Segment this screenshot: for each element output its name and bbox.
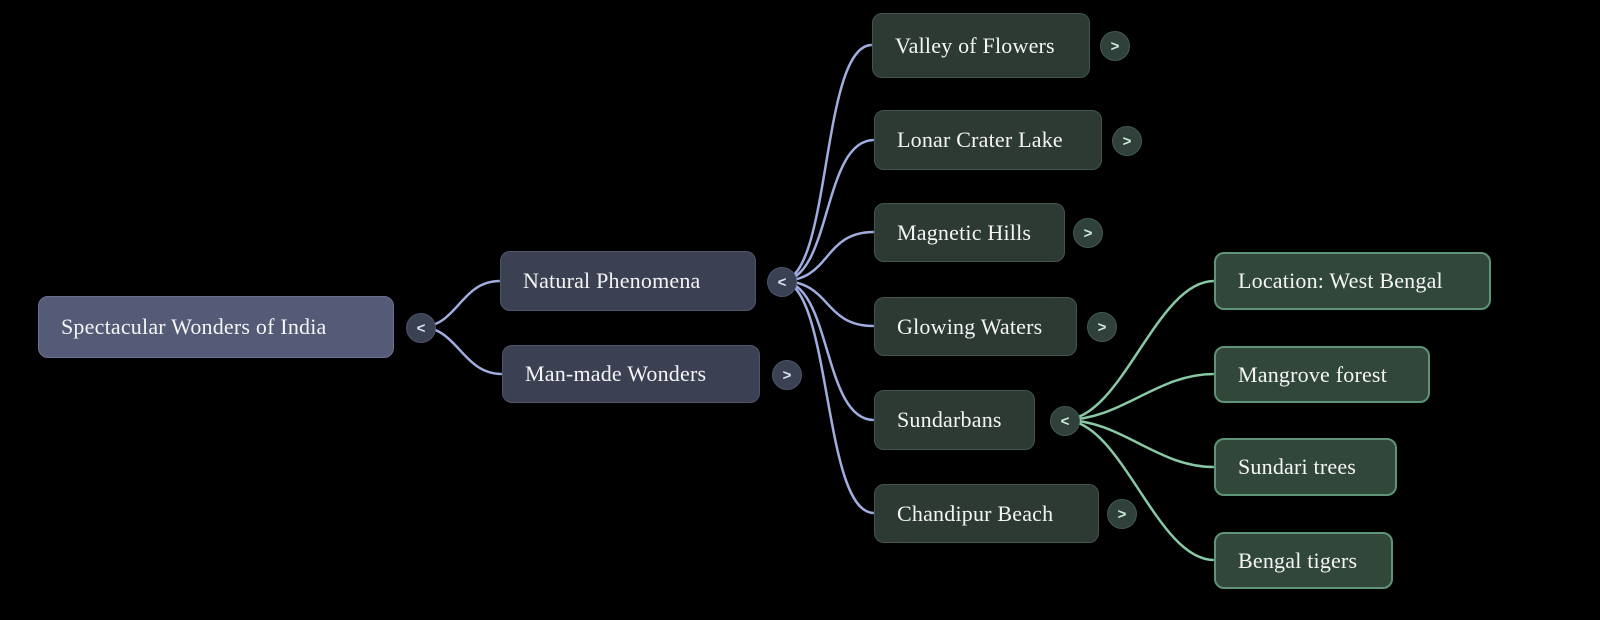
node-chandipur-beach[interactable]: Chandipur Beach xyxy=(874,484,1099,543)
node-glowing-waters[interactable]: Glowing Waters xyxy=(874,297,1077,356)
edge-natural-valley xyxy=(779,43,874,283)
toggle-sundarbans[interactable]: < xyxy=(1050,406,1080,436)
node-label: Glowing Waters xyxy=(897,313,1043,339)
node-sundarbans[interactable]: Sundarbans xyxy=(874,390,1035,450)
toggle-magnetic-hills[interactable]: > xyxy=(1073,218,1103,248)
node-bengal-tigers[interactable]: Bengal tigers xyxy=(1214,532,1393,589)
toggle-man-made-wonders[interactable]: > xyxy=(772,360,802,390)
node-label: Sundarbans xyxy=(897,407,1002,432)
toggle-lonar-crater-lake[interactable]: > xyxy=(1112,126,1142,156)
edge-natural-lonar xyxy=(779,138,876,283)
edge-sundarbans-location xyxy=(1062,279,1216,422)
edge-sundarbans-bengal xyxy=(1062,418,1216,562)
node-sundari-trees[interactable]: Sundari trees xyxy=(1214,438,1397,496)
node-label: Valley of Flowers xyxy=(895,32,1055,58)
edge-natural-sundarbans xyxy=(779,279,876,422)
node-location-west-bengal[interactable]: Location: West Bengal xyxy=(1214,252,1491,310)
node-label: Lonar Crater Lake xyxy=(897,127,1063,152)
toggle-glowing-waters[interactable]: > xyxy=(1087,312,1117,342)
node-label: Bengal tigers xyxy=(1238,547,1358,573)
node-mangrove-forest[interactable]: Mangrove forest xyxy=(1214,346,1430,403)
toggle-chandipur-beach[interactable]: > xyxy=(1107,499,1137,529)
toggle-root[interactable]: < xyxy=(406,313,436,343)
node-label: Spectacular Wonders of India xyxy=(61,314,327,339)
node-label: Sundari trees xyxy=(1238,454,1357,479)
node-label: Man-made Wonders xyxy=(525,361,707,386)
node-label: Location: West Bengal xyxy=(1238,268,1443,293)
node-natural-phenomena[interactable]: Natural Phenomena xyxy=(500,251,756,311)
edge-sundarbans-mangrove xyxy=(1062,372,1216,422)
node-lonar-crater-lake[interactable]: Lonar Crater Lake xyxy=(874,110,1102,170)
node-valley-of-flowers[interactable]: Valley of Flowers xyxy=(872,13,1090,78)
toggle-valley-of-flowers[interactable]: > xyxy=(1100,31,1130,61)
node-magnetic-hills[interactable]: Magnetic Hills xyxy=(874,203,1065,262)
node-label: Magnetic Hills xyxy=(897,219,1032,245)
node-label: Natural Phenomena xyxy=(523,268,701,293)
node-man-made-wonders[interactable]: Man-made Wonders xyxy=(502,345,760,403)
node-spectacular-wonders-of-india[interactable]: Spectacular Wonders of India xyxy=(38,296,394,358)
node-label: Mangrove forest xyxy=(1238,361,1388,387)
edge-sundarbans-sundari xyxy=(1062,418,1216,469)
node-label: Chandipur Beach xyxy=(897,500,1054,526)
edge-natural-chandipur xyxy=(779,279,876,515)
toggle-natural-phenomena[interactable]: < xyxy=(767,267,797,297)
